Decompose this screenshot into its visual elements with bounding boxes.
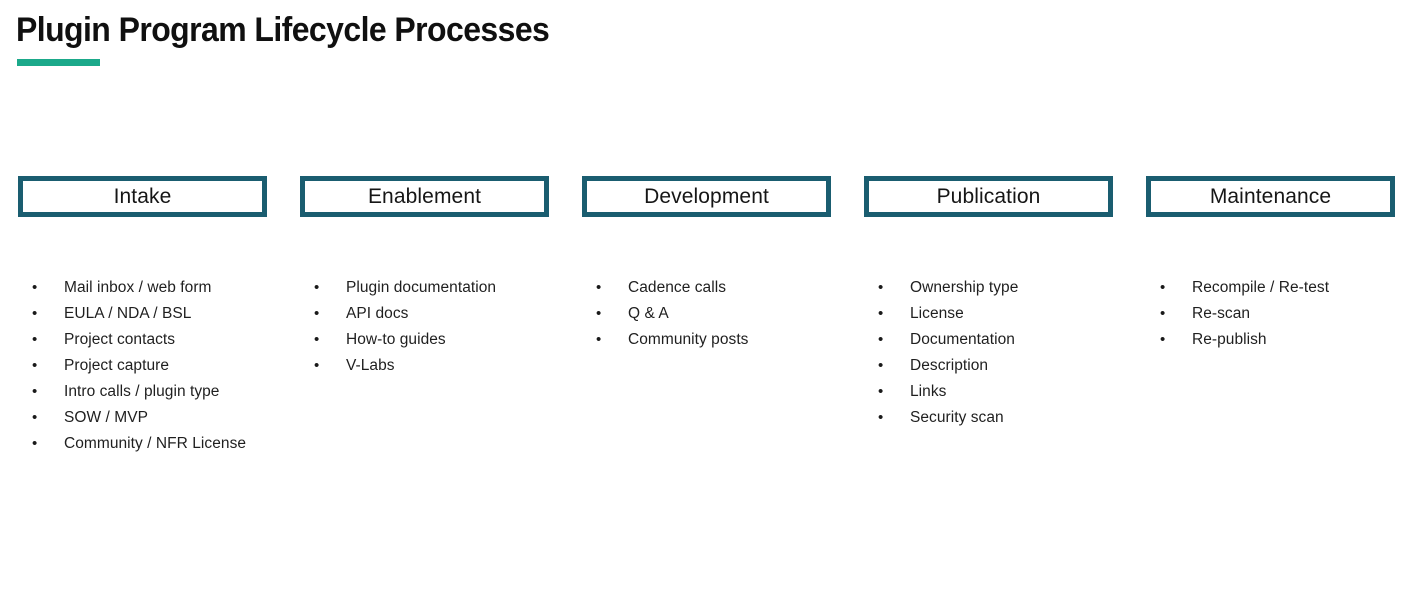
phase-items-list: • Ownership type • License • Documentati…: [878, 275, 1178, 431]
list-item: • Cadence calls: [596, 275, 896, 301]
bullet-icon: •: [32, 409, 38, 426]
list-item: • Mail inbox / web form: [32, 275, 332, 301]
list-item: • License: [878, 301, 1178, 327]
phase-items-list: • Cadence calls • Q & A • Community post…: [596, 275, 896, 353]
lifecycle-column-development: Development • Cadence calls • Q & A • Co…: [582, 176, 831, 348]
phase-items-list: • Recompile / Re-test • Re-scan • Re-pub…: [1160, 275, 1427, 353]
bullet-icon: •: [32, 383, 38, 400]
bullet-icon: •: [32, 357, 38, 374]
bullet-icon: •: [32, 435, 38, 452]
list-item-label: Q & A: [628, 305, 669, 322]
list-item-label: Links: [910, 383, 947, 400]
bullet-icon: •: [32, 279, 38, 296]
list-item: • How-to guides: [314, 327, 614, 353]
list-item-label: Recompile / Re-test: [1192, 279, 1330, 296]
bullet-icon: •: [596, 279, 602, 296]
list-item: • Security scan: [878, 405, 1178, 431]
phase-title: Development: [644, 185, 769, 208]
phase-box-enablement[interactable]: Enablement: [300, 176, 549, 217]
bullet-icon: •: [596, 331, 602, 348]
list-item: • Ownership type: [878, 275, 1178, 301]
bullet-icon: •: [878, 383, 884, 400]
list-item-label: Community / NFR License: [64, 435, 247, 452]
bullet-icon: •: [314, 331, 320, 348]
phase-title: Publication: [936, 185, 1041, 208]
list-item: • V-Labs: [314, 353, 614, 379]
phase-items-list: • Plugin documentation • API docs • How-…: [314, 275, 614, 379]
list-item-label: Documentation: [910, 331, 1015, 348]
bullet-icon: •: [32, 331, 38, 348]
bullet-icon: •: [1160, 305, 1166, 322]
bullet-icon: •: [314, 279, 320, 296]
list-item: • Project capture: [32, 353, 332, 379]
list-item: • Documentation: [878, 327, 1178, 353]
list-item: • EULA / NDA / BSL: [32, 301, 332, 327]
list-item-label: Mail inbox / web form: [64, 279, 212, 296]
list-item: • Project contacts: [32, 327, 332, 353]
phase-box-development[interactable]: Development: [582, 176, 831, 217]
list-item: • Community posts: [596, 327, 896, 353]
phase-box-intake[interactable]: Intake: [18, 176, 267, 217]
list-item: • API docs: [314, 301, 614, 327]
bullet-icon: •: [878, 305, 884, 322]
list-item-label: Project contacts: [64, 331, 176, 348]
list-item: • Re-scan: [1160, 301, 1427, 327]
list-item: • Community / NFR License: [32, 431, 332, 457]
lifecycle-columns: Intake • Mail inbox / web form • EULA / …: [0, 176, 1427, 476]
bullet-icon: •: [32, 305, 38, 322]
list-item: • Plugin documentation: [314, 275, 614, 301]
list-item-label: V-Labs: [346, 357, 395, 374]
lifecycle-column-enablement: Enablement • Plugin documentation • API …: [300, 176, 549, 374]
list-item: • Re-publish: [1160, 327, 1427, 353]
bullet-icon: •: [878, 357, 884, 374]
list-item-label: Cadence calls: [628, 279, 727, 296]
list-item-label: SOW / MVP: [64, 409, 148, 426]
list-item-label: API docs: [346, 305, 409, 322]
list-item: • Intro calls / plugin type: [32, 379, 332, 405]
list-item-label: How-to guides: [346, 331, 446, 348]
list-item-label: Description: [910, 357, 989, 374]
lifecycle-column-publication: Publication • Ownership type • License •…: [864, 176, 1113, 426]
phase-box-publication[interactable]: Publication: [864, 176, 1113, 217]
list-item-label: Community posts: [628, 331, 749, 348]
phase-title: Intake: [113, 185, 172, 208]
list-item: • Description: [878, 353, 1178, 379]
page-title: Plugin Program Lifecycle Processes: [16, 11, 550, 49]
bullet-icon: •: [878, 331, 884, 348]
list-item-label: Project capture: [64, 357, 169, 374]
list-item-label: Re-publish: [1192, 331, 1267, 348]
phase-title: Enablement: [367, 185, 482, 208]
bullet-icon: •: [878, 409, 884, 426]
phase-box-maintenance[interactable]: Maintenance: [1146, 176, 1395, 217]
lifecycle-column-maintenance: Maintenance • Recompile / Re-test • Re-s…: [1146, 176, 1395, 348]
list-item-label: Security scan: [910, 409, 1004, 426]
bullet-icon: •: [1160, 331, 1166, 348]
list-item: • Links: [878, 379, 1178, 405]
list-item: • Recompile / Re-test: [1160, 275, 1427, 301]
title-accent-bar: [17, 59, 100, 66]
list-item: • SOW / MVP: [32, 405, 332, 431]
list-item-label: Re-scan: [1192, 305, 1251, 322]
list-item-label: License: [910, 305, 964, 322]
list-item-label: EULA / NDA / BSL: [64, 305, 192, 322]
lifecycle-column-intake: Intake • Mail inbox / web form • EULA / …: [18, 176, 267, 452]
phase-title: Maintenance: [1209, 185, 1332, 208]
list-item: • Q & A: [596, 301, 896, 327]
list-item-label: Plugin documentation: [346, 279, 497, 296]
phase-items-list: • Mail inbox / web form • EULA / NDA / B…: [32, 275, 332, 457]
bullet-icon: •: [596, 305, 602, 322]
list-item-label: Intro calls / plugin type: [64, 383, 220, 400]
bullet-icon: •: [878, 279, 884, 296]
bullet-icon: •: [314, 357, 320, 374]
list-item-label: Ownership type: [910, 279, 1019, 296]
bullet-icon: •: [314, 305, 320, 322]
bullet-icon: •: [1160, 279, 1166, 296]
